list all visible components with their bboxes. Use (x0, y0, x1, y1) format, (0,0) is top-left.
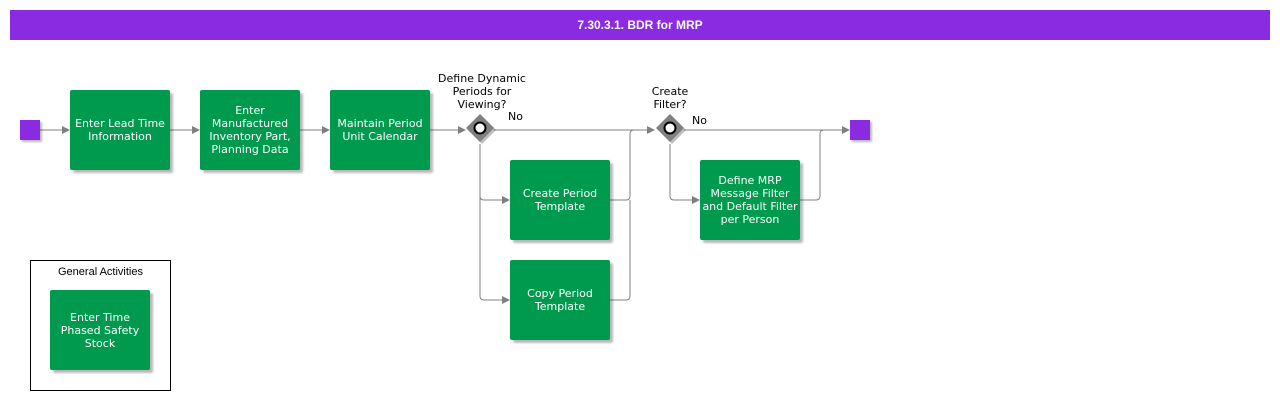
task-copy-period-template[interactable]: Copy Period Template (510, 260, 610, 340)
task-define-mrp-message-filter[interactable]: Define MRP Message Filter and Default Fi… (700, 160, 800, 240)
gateway-label-dynamic-periods: Define Dynamic Periods for Viewing? (438, 72, 526, 111)
end-event (850, 120, 870, 140)
task-enter-time-phased-safety-stock[interactable]: Enter Time Phased Safety Stock (50, 290, 150, 370)
general-activities-legend: General Activities Enter Time Phased Saf… (30, 260, 171, 391)
task-enter-manufactured-part[interactable]: Enter Manufactured Inventory Part, Plann… (200, 90, 300, 170)
flow-label-no: No (692, 114, 707, 127)
task-label: Enter Time Phased Safety Stock (60, 310, 140, 350)
legend-title: General Activities (58, 266, 143, 278)
task-label: Enter Lead Time Information (75, 117, 165, 143)
task-label: Enter Manufactured Inventory Part, Plann… (209, 104, 291, 156)
task-enter-lead-time[interactable]: Enter Lead Time Information (70, 90, 170, 170)
task-create-period-template[interactable]: Create Period Template (510, 160, 610, 240)
task-label: Copy Period Template (527, 287, 593, 313)
gateway-dynamic-periods (466, 114, 496, 144)
flow-gateway2-to-filter (669, 144, 700, 204)
start-event (20, 120, 40, 140)
flow-gateway1-to-copy-template (479, 196, 510, 304)
flow-label-no: No (508, 110, 523, 123)
diagram-title: 7.30.3.1. BDR for MRP (10, 10, 1270, 40)
flow-copy-template-merge (610, 200, 631, 301)
flow-create-template-merge (610, 129, 635, 201)
flow-gateway1-to-create-template (479, 144, 510, 204)
task-label: Maintain Period Unit Calendar (337, 117, 423, 143)
task-label: Create Period Template (522, 187, 598, 213)
gateway-create-filter (656, 114, 686, 144)
gateway-label-create-filter: Create Filter? (651, 85, 689, 111)
task-label: Define MRP Message Filter and Default Fi… (702, 174, 798, 226)
flow-filter-merge (800, 129, 825, 201)
task-maintain-period-calendar[interactable]: Maintain Period Unit Calendar (330, 90, 430, 170)
